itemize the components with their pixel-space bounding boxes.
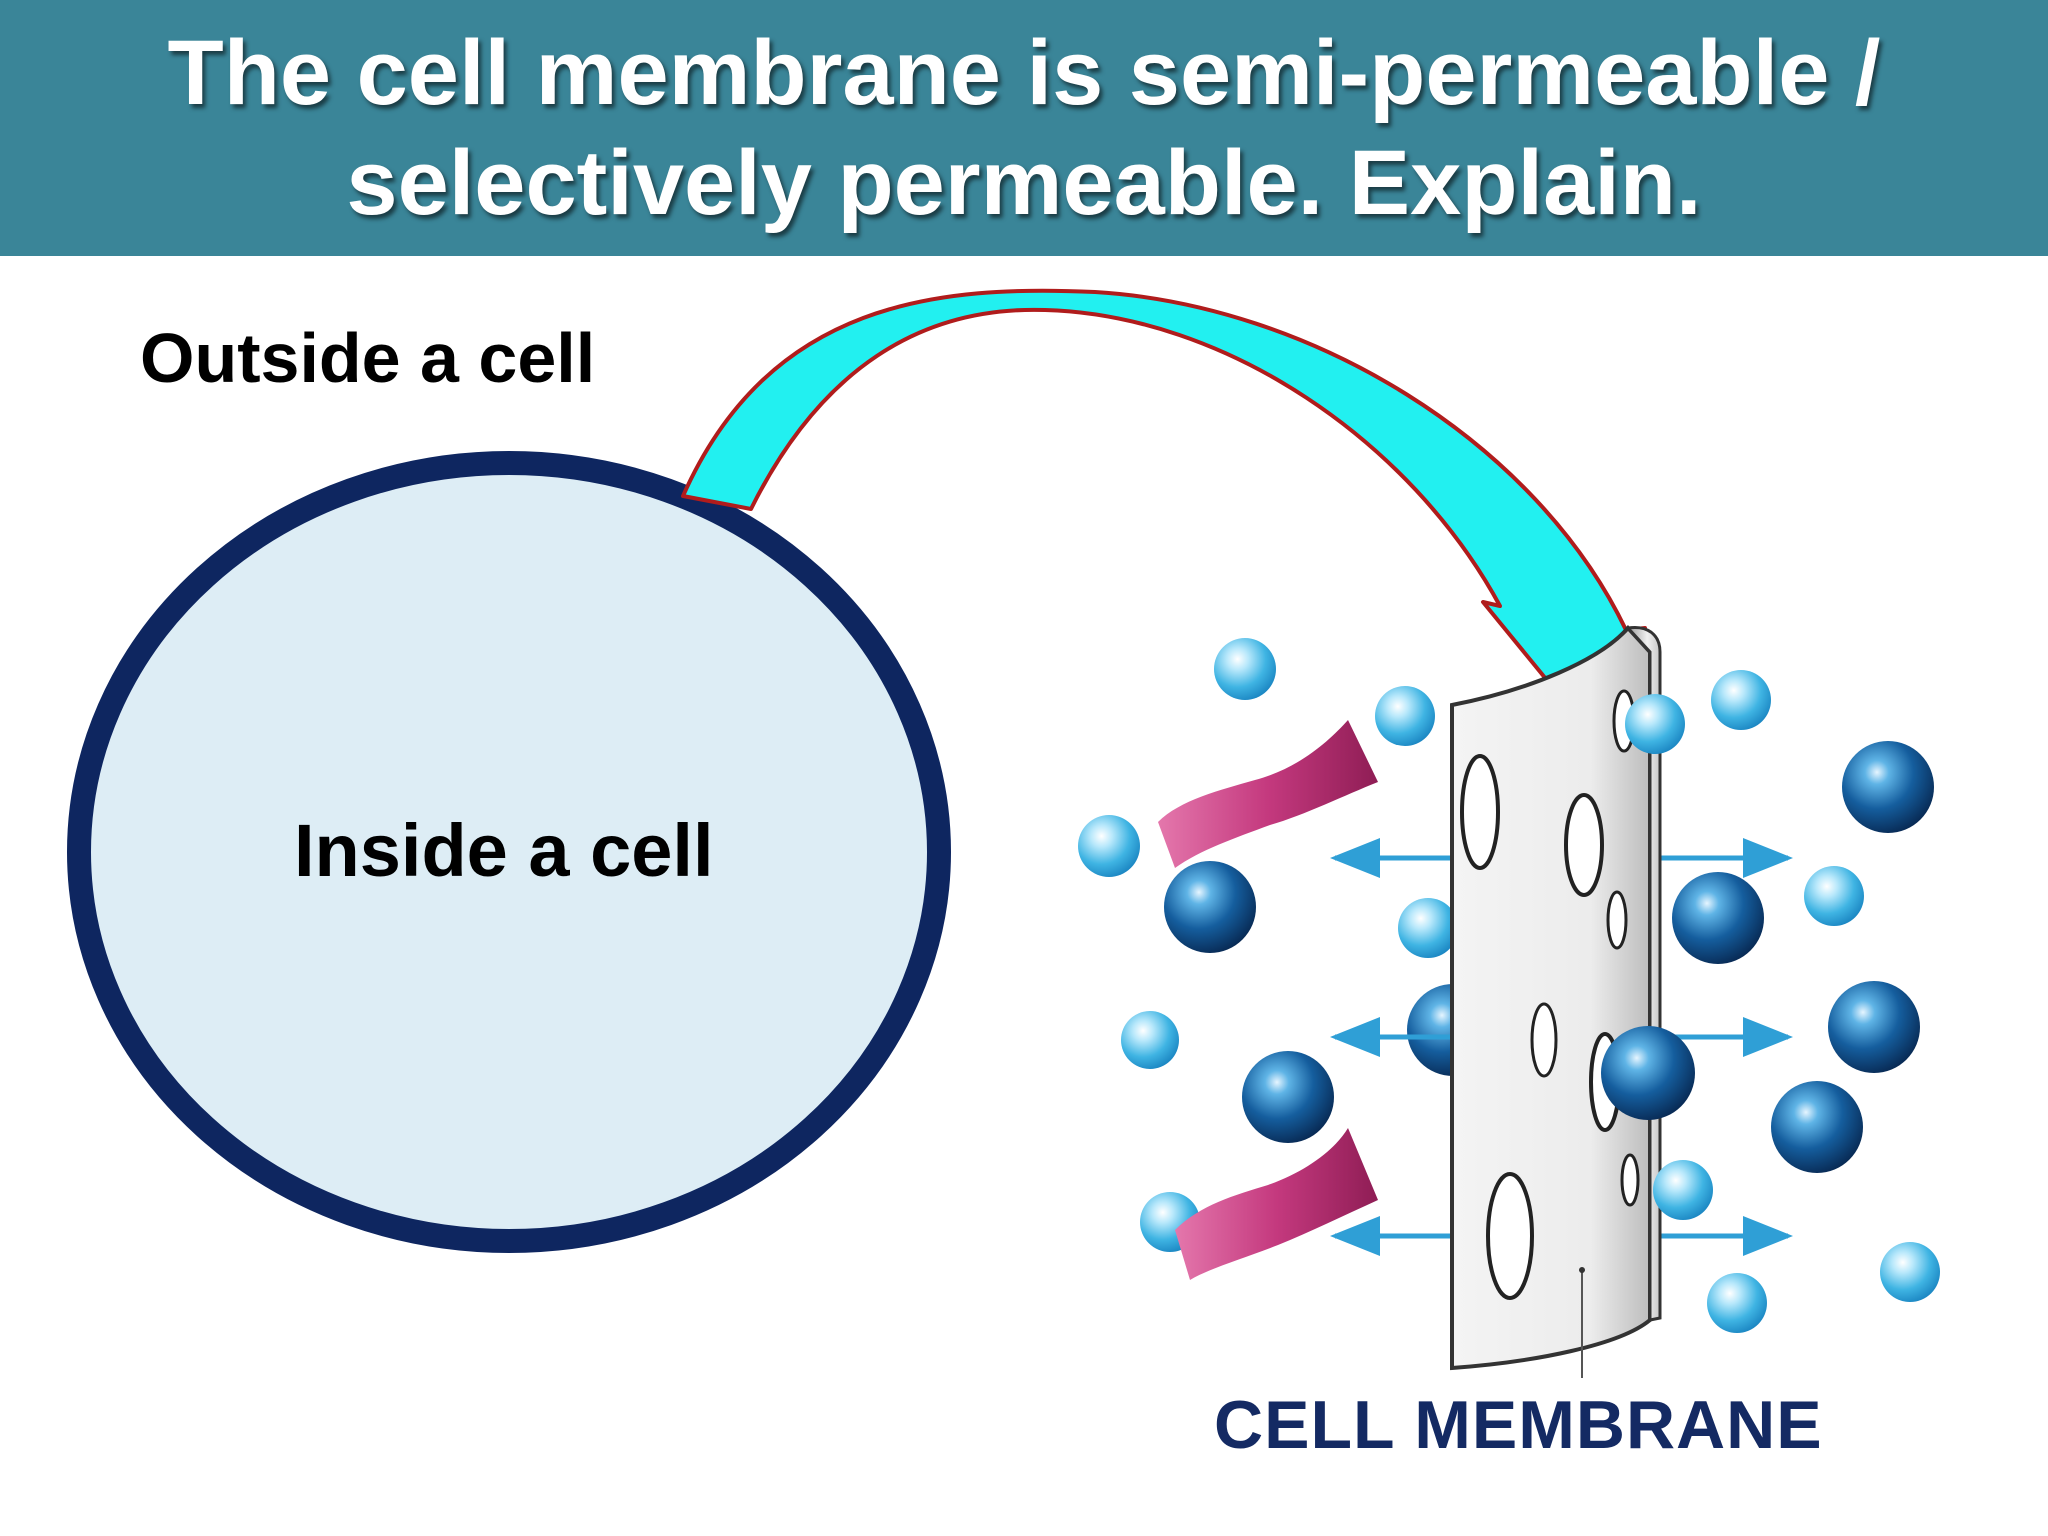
inside-cell-label: Inside a cell (294, 809, 714, 892)
small-particle (1707, 1273, 1767, 1333)
title-line-1: The cell membrane is semi-permeable / (167, 22, 1881, 124)
small-particle (1711, 670, 1771, 730)
large-particle (1672, 872, 1764, 964)
membrane-sheet (1450, 625, 1662, 1378)
large-particle (1842, 741, 1934, 833)
title-line-2: selectively permeable. Explain. (346, 132, 1702, 234)
right-particles (1601, 670, 1940, 1333)
small-particle (1804, 866, 1864, 926)
small-particle (1625, 694, 1685, 754)
small-particle (1121, 1011, 1179, 1069)
small-particle (1214, 638, 1276, 700)
cell-membrane-label: CELL MEMBRANE (1214, 1387, 1823, 1463)
small-particle (1375, 686, 1435, 746)
outside-cell-label: Outside a cell (140, 319, 596, 397)
cell-circle (67, 451, 951, 1253)
small-particle (1653, 1160, 1713, 1220)
small-particle (1398, 898, 1458, 958)
small-particle (1880, 1242, 1940, 1302)
small-particle (1078, 815, 1140, 877)
large-particle (1164, 861, 1256, 953)
protein-ribbon (1175, 1128, 1378, 1280)
protein-ribbon (1158, 720, 1378, 868)
large-particle (1601, 1026, 1695, 1120)
title-bar: The cell membrane is semi-permeable / se… (0, 0, 2048, 256)
large-particle (1242, 1051, 1334, 1143)
large-particle (1828, 981, 1920, 1073)
large-particle (1771, 1081, 1863, 1173)
left-particles (1078, 638, 1499, 1252)
